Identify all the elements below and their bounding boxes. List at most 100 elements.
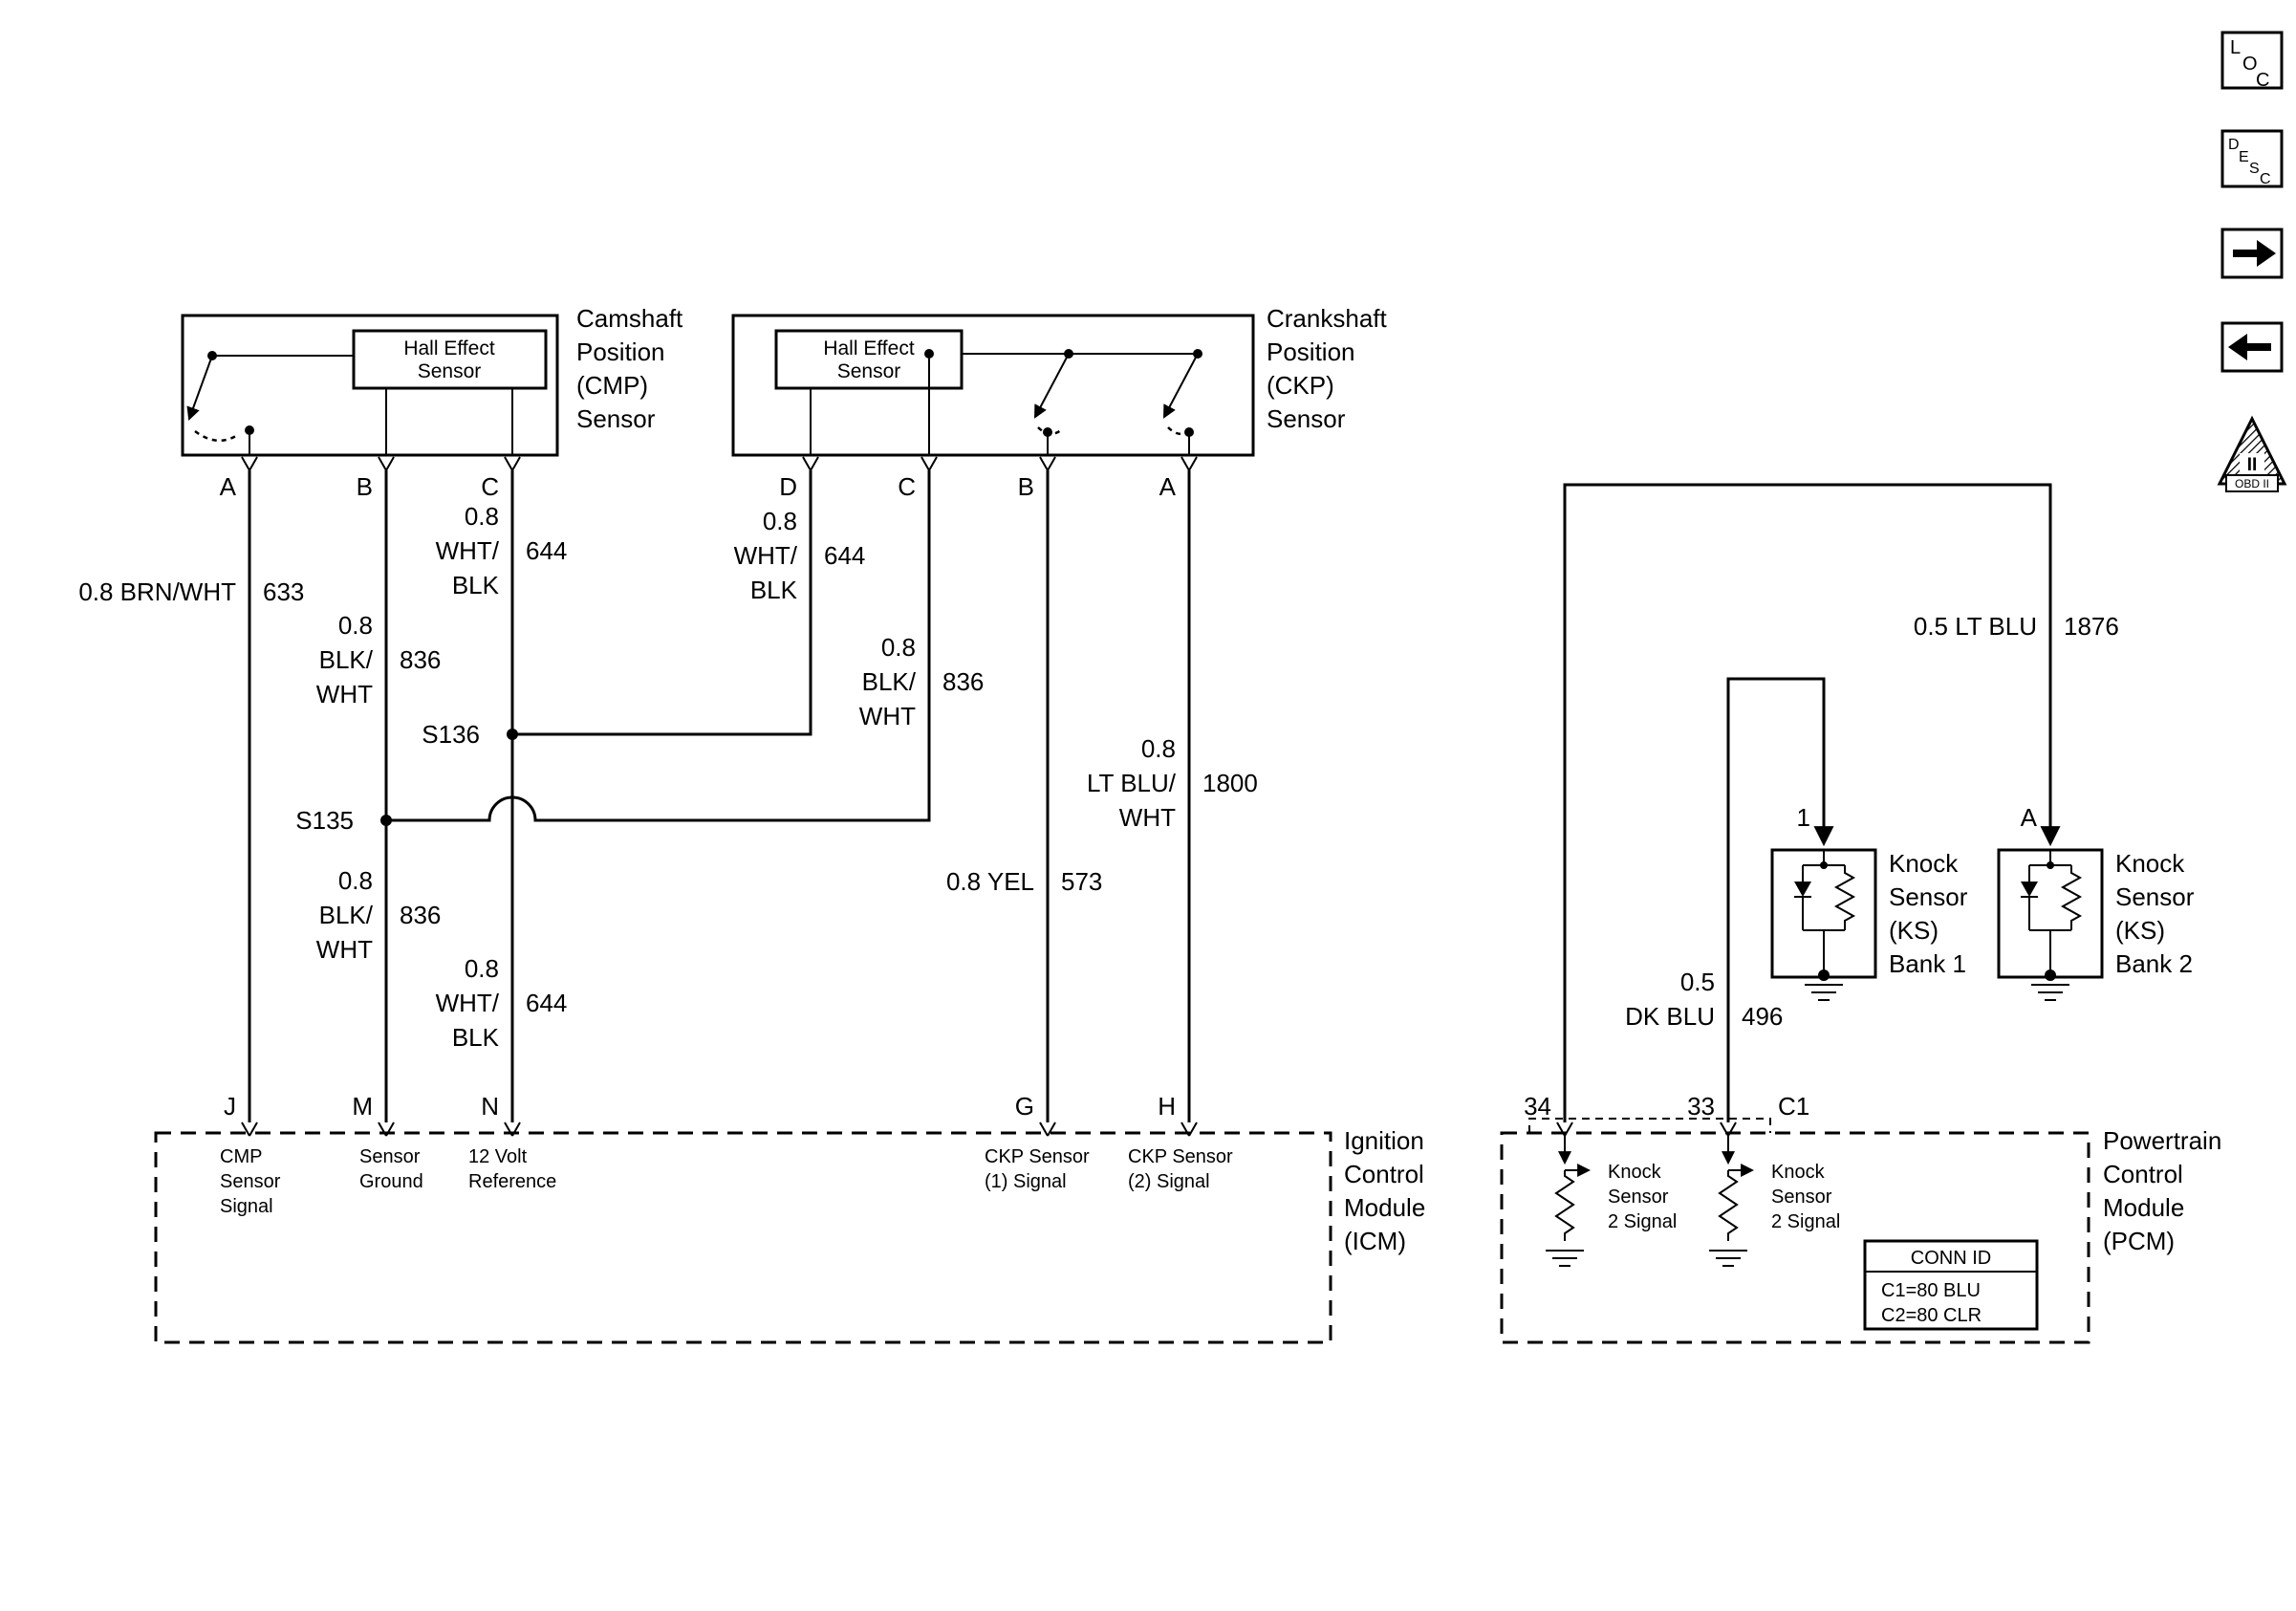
- wire-label-cmp-b-lower: 0.8: [338, 866, 373, 895]
- wire-label-cmp-b-upper: BLK/: [319, 645, 374, 674]
- wire-label-ckp-d: BLK: [750, 576, 798, 604]
- wire-pcm34-to-ks2: [1563, 483, 2061, 1122]
- pcm-33-resistor: [1718, 1170, 1739, 1241]
- icm-pin-label-h: CKP Sensor: [1128, 1146, 1233, 1167]
- wire-num-ckp-a: 1800: [1202, 769, 1258, 797]
- pcm-34-signal-label: 2 Signal: [1608, 1211, 1677, 1232]
- pcm-pin-34: 34: [1524, 1092, 1551, 1121]
- splice-s135-label: S135: [295, 806, 354, 835]
- pcm-34-signal-label: Sensor: [1608, 1186, 1669, 1208]
- conn-id-border: [1863, 1239, 2039, 1331]
- icm-pin-n: N: [481, 1092, 499, 1121]
- ckp-hall-label: Hall Effect: [823, 337, 914, 359]
- loc-button-label: O: [2242, 54, 2258, 75]
- obd-ii-badge: II OBD II: [2217, 415, 2287, 492]
- wire-label-ckp-d: 0.8: [763, 507, 797, 535]
- knock-sensor-bank1: Knock Sensor (KS) Bank 1: [1770, 848, 1968, 1001]
- pcm-connector-bracket: [1528, 1118, 1771, 1133]
- icm-pin-h: H: [1158, 1092, 1176, 1121]
- knock-sensor-bank2: Knock Sensor (KS) Bank 2: [1997, 848, 2195, 1001]
- desc-button[interactable]: D E S C: [2220, 129, 2284, 188]
- cmp-connector-c: [504, 456, 521, 471]
- wire-ckp-c-to-s135: [386, 470, 931, 822]
- next-arrow-icon: [2233, 240, 2276, 267]
- cmp-title: Sensor: [576, 404, 656, 433]
- pcm-connector-33: [1720, 1121, 1737, 1137]
- previous-arrow-icon: [2228, 334, 2271, 360]
- cmp-hall-label: Hall Effect: [403, 337, 494, 359]
- ks1-title: (KS): [1889, 916, 1939, 945]
- pcm-34-ground-icon: [1546, 1250, 1584, 1267]
- wire-label-cmp-c-upper: 0.8: [465, 502, 499, 531]
- harness-left: S136 S135: [248, 470, 1191, 1122]
- next-button-frame[interactable]: [2220, 228, 2284, 279]
- wire-num-cmp-a: 633: [263, 577, 304, 606]
- ckp-connector-b: [1039, 456, 1056, 471]
- wire-label-ckp-a: 0.8: [1141, 734, 1176, 763]
- wire-label-ckp-d: WHT/: [734, 541, 798, 570]
- ks2-title: Knock: [2115, 849, 2185, 878]
- icm-box: [154, 1131, 1332, 1344]
- ks2-ground-icon: [2031, 984, 2069, 1001]
- ks1-title: Knock: [1889, 849, 1959, 878]
- icm-pin-label-n: 12 Volt: [468, 1146, 528, 1167]
- wire-label-cmp-c-upper: BLK: [452, 571, 500, 599]
- cmp-hall-label: Sensor: [418, 360, 482, 382]
- desc-button-frame[interactable]: [2220, 129, 2284, 188]
- ks1-pin-label: 1: [1797, 803, 1810, 832]
- loc-button[interactable]: L O C: [2220, 31, 2284, 91]
- cmp-pin-a: A: [220, 472, 237, 501]
- icm-connector-g: [1039, 1121, 1056, 1137]
- icm-connector-n: [504, 1121, 521, 1137]
- wire-label-cmp-c-upper: WHT/: [436, 536, 500, 565]
- ks2-resistor: [2060, 865, 2083, 930]
- icm-pin-g: G: [1015, 1092, 1034, 1121]
- icm-connector-h: [1180, 1121, 1198, 1137]
- ks1-title: Bank 1: [1889, 949, 1966, 978]
- previous-button[interactable]: [2220, 321, 2284, 373]
- ks1-ground-icon: [1805, 984, 1843, 1001]
- ckp-hall-effect-box: [774, 329, 964, 390]
- ckp-title: Crankshaft: [1267, 304, 1387, 333]
- ckp-pin-d: D: [779, 472, 797, 501]
- previous-button-frame[interactable]: [2220, 321, 2284, 373]
- pcm-connector-34: [1556, 1121, 1573, 1137]
- icm-pin-label-m: Ground: [359, 1171, 423, 1192]
- wire-label-ks2: 0.5 LT BLU: [1914, 612, 2037, 641]
- pcm-34-signal-label: Knock: [1608, 1162, 1662, 1183]
- pcm-34-resistor: [1554, 1170, 1575, 1241]
- splice-s136-label: S136: [422, 720, 480, 749]
- icm-module: J M N G H CMP Sensor Signal Sensor Groun…: [154, 1092, 1425, 1344]
- ckp-sensor: Hall Effect Sensor Crankshaft Position (…: [731, 304, 1387, 501]
- obd-mark: II: [2247, 455, 2258, 475]
- ckp-switch1-arm: [1034, 353, 1070, 419]
- ckp-title: (CKP): [1267, 371, 1334, 400]
- icm-pin-label-n: Reference: [468, 1171, 556, 1192]
- pcm-33-signal-label: Sensor: [1771, 1186, 1832, 1208]
- wire-label-cmp-c-lower: 0.8: [465, 954, 499, 983]
- ks2-title: Sensor: [2115, 882, 2195, 911]
- loc-button-frame[interactable]: [2220, 31, 2284, 90]
- wire-num-ckp-c: 836: [942, 667, 984, 696]
- wire-num-cmp-c-lower: 644: [526, 989, 567, 1017]
- cmp-title: (CMP): [576, 371, 648, 400]
- pcm-module: 34 33 C1 Knock Sensor 2 Signal Knock Sen…: [1500, 1092, 2221, 1344]
- ks1-diode: [1794, 882, 1811, 897]
- wire-pcm33-to-ks1: [1726, 677, 1834, 1122]
- ks2-pin-label: A: [2021, 803, 2038, 832]
- conn-id-row: C2=80 CLR: [1881, 1305, 1982, 1326]
- pcm-pin-33: 33: [1687, 1092, 1715, 1121]
- next-button[interactable]: [2220, 228, 2284, 279]
- cmp-title: Position: [576, 337, 665, 366]
- icm-pin-j: J: [224, 1092, 236, 1121]
- ks1-title: Sensor: [1889, 882, 1968, 911]
- wire-label-cmp-b-lower: BLK/: [319, 901, 374, 929]
- wire-label-cmp-b-upper: 0.8: [338, 611, 373, 640]
- ckp-title: Sensor: [1267, 404, 1346, 433]
- ckp-switch2-arm: [1163, 353, 1199, 419]
- wire-ckp-d-to-s136: [512, 470, 812, 736]
- wire-label-ks1: 0.5: [1680, 968, 1715, 996]
- cmp-switch-arc: [194, 429, 240, 442]
- pcm-33-signal-label: Knock: [1771, 1162, 1826, 1183]
- pcm-33-signal-label: 2 Signal: [1771, 1211, 1840, 1232]
